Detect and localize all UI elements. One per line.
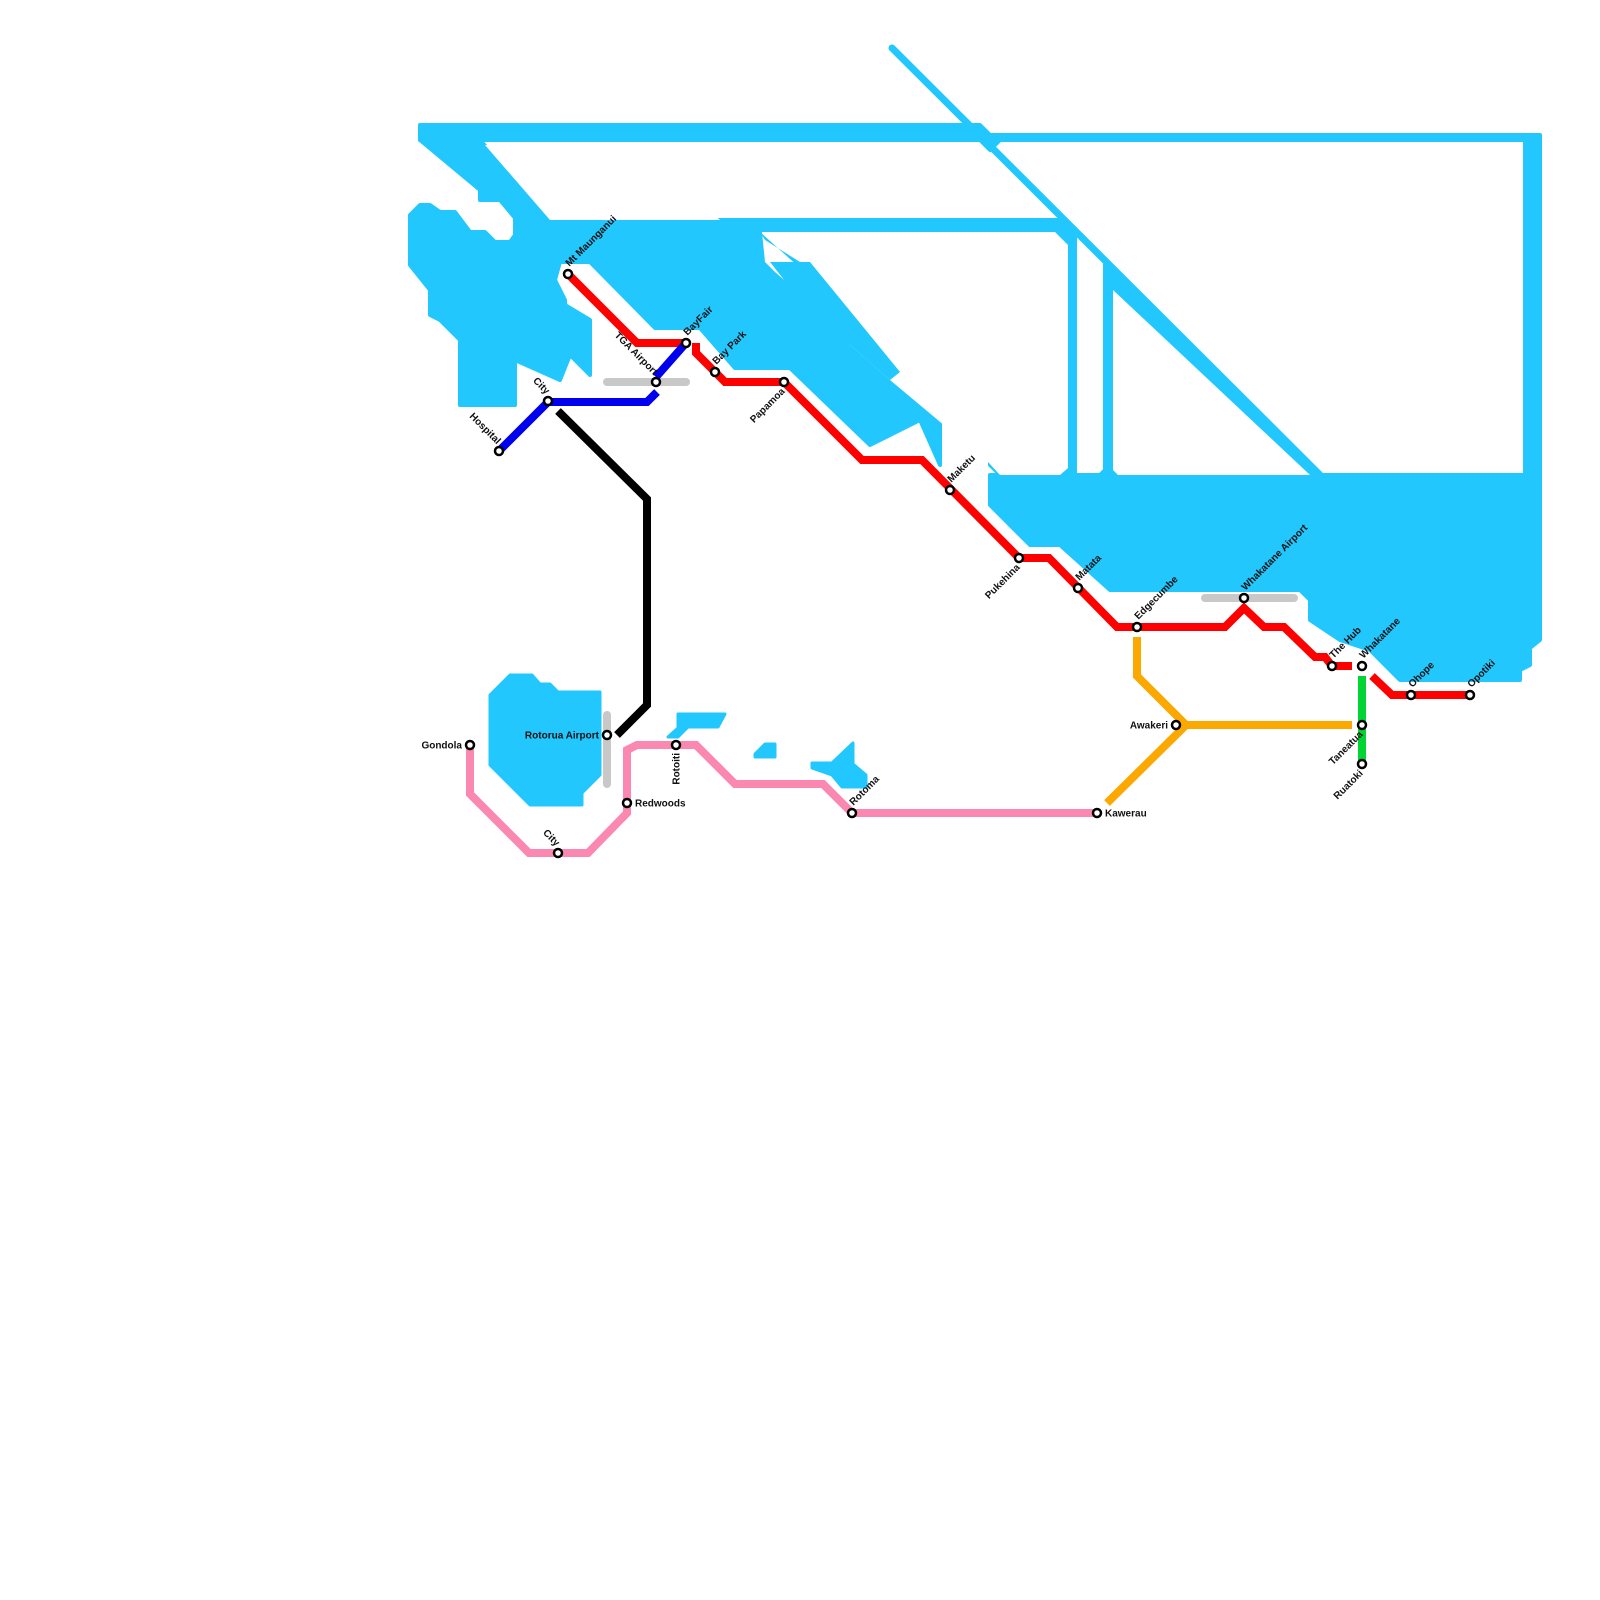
station-opotiki[interactable] <box>1464 689 1476 701</box>
station-label-awakeri: Awakeri <box>1130 721 1168 732</box>
station-label-papamoa: Papamoa <box>748 386 788 426</box>
water-channel <box>888 44 1324 479</box>
station-edgecumbe[interactable] <box>1131 621 1143 633</box>
station-label-rotorua-airport: Rotorua Airport <box>525 731 600 742</box>
black-line <box>555 408 651 738</box>
airport-runways <box>603 378 1298 788</box>
water-layer <box>408 44 1542 807</box>
lake <box>753 742 777 759</box>
station-pukehina[interactable] <box>1013 552 1025 564</box>
station-gondola[interactable] <box>464 739 476 751</box>
station-hospital[interactable] <box>493 445 505 457</box>
station-bayfair[interactable] <box>680 337 692 349</box>
station-rotoma[interactable] <box>846 807 858 819</box>
station-label-city: City <box>530 376 551 397</box>
blue-line <box>496 389 660 454</box>
red-line <box>565 271 686 347</box>
station-label-ruatoki: Ruatoki <box>1332 768 1366 802</box>
station-ruatoki[interactable] <box>1356 758 1368 770</box>
station-label-rotoiti: Rotoiti <box>672 753 683 785</box>
station-rotorua-airport[interactable] <box>601 729 613 741</box>
station-label-pukehina: Pukehina <box>983 562 1023 602</box>
station-kawerau[interactable] <box>1091 807 1103 819</box>
station-label-kawerau: Kawerau <box>1105 809 1147 820</box>
station-whakatane[interactable] <box>1356 660 1368 672</box>
station-taneatua[interactable] <box>1356 719 1368 731</box>
station-maketu[interactable] <box>944 484 956 496</box>
orange-line <box>1133 637 1352 729</box>
stations-layer[interactable] <box>464 268 1476 859</box>
station-redwoods[interactable] <box>621 797 633 809</box>
station-awakeri[interactable] <box>1170 719 1182 731</box>
station-rotoiti[interactable] <box>670 739 682 751</box>
station-label-hospital: Hospital <box>467 411 503 447</box>
station-matata[interactable] <box>1072 582 1084 594</box>
red-line <box>1369 673 1470 699</box>
pink-line <box>466 741 1097 857</box>
station-city[interactable] <box>542 395 554 407</box>
station-label-gondola: Gondola <box>421 741 462 752</box>
station-ohope[interactable] <box>1405 689 1417 701</box>
lake <box>810 741 868 789</box>
lake <box>488 673 602 807</box>
station-whakatane-airport[interactable] <box>1238 592 1250 604</box>
orange-line <box>1104 722 1189 806</box>
station-bay-park[interactable] <box>709 366 721 378</box>
lake <box>666 712 727 739</box>
station-tga-airport[interactable] <box>650 376 662 388</box>
red-line <box>692 343 1352 670</box>
water-body <box>418 123 1542 682</box>
station-mt-maunganui[interactable] <box>562 268 574 280</box>
station-label-maketu: Maketu <box>946 453 978 485</box>
station-the-hub[interactable] <box>1326 660 1338 672</box>
blue-line <box>653 340 689 380</box>
route-lines <box>466 271 1470 857</box>
station-label-city: City <box>540 828 561 849</box>
station-label-redwoods: Redwoods <box>635 799 686 810</box>
station-papamoa[interactable] <box>778 376 790 388</box>
station-city[interactable] <box>552 847 564 859</box>
